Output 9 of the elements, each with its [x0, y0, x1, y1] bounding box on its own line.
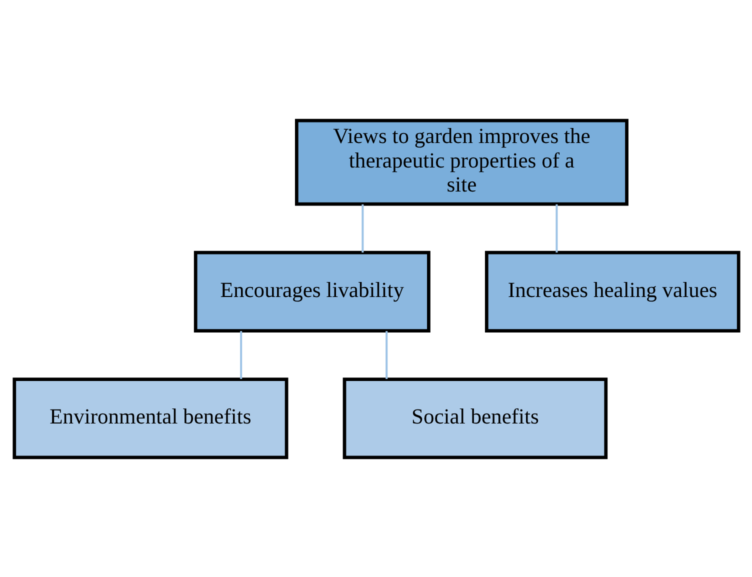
node-box: Increases healing values	[484, 250, 740, 332]
node-box: Encourages livability	[193, 250, 430, 332]
node-box: Environmental benefits	[12, 377, 288, 459]
connector	[385, 330, 388, 378]
node-box: Social benefits	[342, 377, 608, 459]
node-box: Views to garden improves the therapeutic properties of a site	[294, 118, 628, 206]
connector	[361, 204, 364, 252]
connector	[555, 204, 558, 252]
connector	[240, 330, 242, 378]
